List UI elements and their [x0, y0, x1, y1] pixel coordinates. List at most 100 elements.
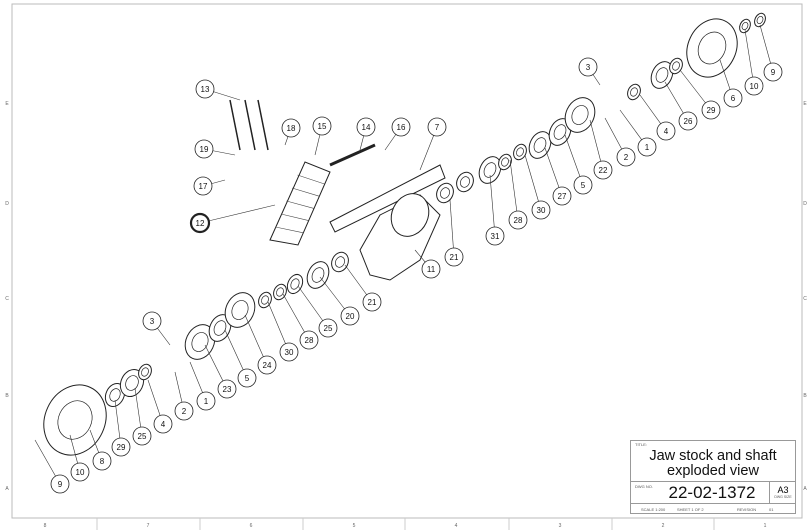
- balloon-number: 16: [397, 123, 406, 132]
- balloon: [50, 474, 70, 494]
- balloon-number: 30: [537, 206, 546, 215]
- balloon: [578, 57, 598, 77]
- ring-bore: [460, 176, 470, 188]
- ring-bore: [483, 162, 497, 178]
- bolt: [229, 99, 241, 151]
- balloon: [153, 414, 173, 434]
- balloon: [132, 426, 152, 446]
- balloon: [142, 311, 162, 331]
- balloon-number: 6: [731, 94, 736, 103]
- zone-row-label: E: [803, 101, 807, 107]
- jaw-plate-rib: [280, 213, 309, 221]
- balloon-number: 12: [196, 219, 205, 228]
- balloon-number: 21: [450, 253, 459, 262]
- zone-column-label: 8: [44, 523, 47, 529]
- zone-column-label: 2: [662, 523, 665, 529]
- sheet-size-label: DWG SIZE: [774, 495, 792, 499]
- ring-bore: [231, 300, 249, 320]
- zone-row-label: C: [803, 296, 807, 302]
- zone-column-label: 4: [455, 523, 458, 529]
- ring-bore: [335, 256, 345, 268]
- leader-line: [509, 159, 519, 221]
- balloon-number: 5: [245, 374, 250, 383]
- balloon: [593, 160, 613, 180]
- ring-part: [273, 283, 287, 301]
- title-block: TITLE: Jaw stock and shaft exploded view…: [630, 440, 796, 514]
- balloon-number: 26: [684, 117, 693, 126]
- balloon: [237, 368, 257, 388]
- balloon-number: 11: [427, 265, 436, 274]
- balloon: [174, 401, 194, 421]
- balloon: [508, 210, 528, 230]
- balloon: [196, 391, 216, 411]
- ring-part: [306, 261, 330, 289]
- zone-column-label: 3: [559, 523, 562, 529]
- balloon-number: 1: [645, 143, 650, 152]
- zone-row-label: D: [803, 201, 807, 207]
- ring-bore: [630, 87, 638, 97]
- balloon: [362, 292, 382, 312]
- ring-bore: [756, 15, 764, 25]
- balloon-number: 31: [491, 232, 500, 241]
- balloon-number: 23: [223, 385, 232, 394]
- leader-line: [199, 204, 276, 224]
- balloon-number: 27: [558, 192, 567, 201]
- balloon-number: 1: [204, 397, 209, 406]
- balloon-number: 25: [324, 324, 333, 333]
- balloon-number: 17: [199, 182, 208, 191]
- ring-bore: [141, 367, 149, 377]
- ring-part: [286, 273, 304, 295]
- balloon: [531, 200, 551, 220]
- zone-column-label: 7: [147, 523, 150, 529]
- ring-part: [528, 131, 552, 159]
- ring-bore: [571, 105, 589, 125]
- ring-bore: [553, 124, 567, 140]
- zone-column-label: 6: [250, 523, 253, 529]
- ring-part: [184, 324, 216, 360]
- balloon-number: 2: [624, 153, 629, 162]
- balloon: [421, 259, 441, 279]
- balloon-number: 15: [318, 122, 327, 131]
- ring-bore: [191, 332, 209, 352]
- jaw-plate-rib: [286, 200, 314, 209]
- balloon-number: 4: [161, 420, 166, 429]
- balloon: [195, 79, 215, 99]
- balloon: [391, 117, 411, 137]
- balloon: [281, 118, 301, 138]
- balloon-number: 24: [263, 361, 272, 370]
- balloon: [111, 437, 131, 457]
- balloon-number: 25: [138, 432, 147, 441]
- ring-bore: [501, 157, 509, 167]
- ring-part: [754, 12, 766, 28]
- balloon-number: 10: [750, 82, 759, 91]
- balloon: [299, 330, 319, 350]
- balloon-number: 29: [117, 443, 126, 452]
- balloon: [340, 306, 360, 326]
- balloon-number: 29: [707, 106, 716, 115]
- ring-part: [478, 156, 502, 184]
- balloon: [70, 462, 90, 482]
- balloon: [656, 121, 676, 141]
- parts: [43, 12, 766, 456]
- ring-part: [456, 171, 474, 193]
- balloon: [573, 175, 593, 195]
- balloon: [763, 62, 783, 82]
- leader-line: [744, 29, 755, 87]
- balloon-number: 9: [771, 68, 776, 77]
- balloon-number: 9: [58, 480, 63, 489]
- border: [11, 3, 803, 519]
- leader-line: [489, 174, 496, 237]
- ring-bore: [261, 295, 269, 305]
- zone-row-label: D: [5, 201, 9, 207]
- ring-bore: [276, 287, 284, 297]
- balloon: [678, 111, 698, 131]
- balloon-number: 2: [182, 407, 187, 416]
- jaw-plate: [269, 161, 331, 246]
- balloon-number: 30: [285, 348, 294, 357]
- balloon: [193, 176, 213, 196]
- ring-part: [224, 292, 256, 328]
- ring-part: [686, 18, 738, 78]
- jaw-plate-rib: [291, 187, 320, 197]
- revision: 01: [769, 507, 774, 512]
